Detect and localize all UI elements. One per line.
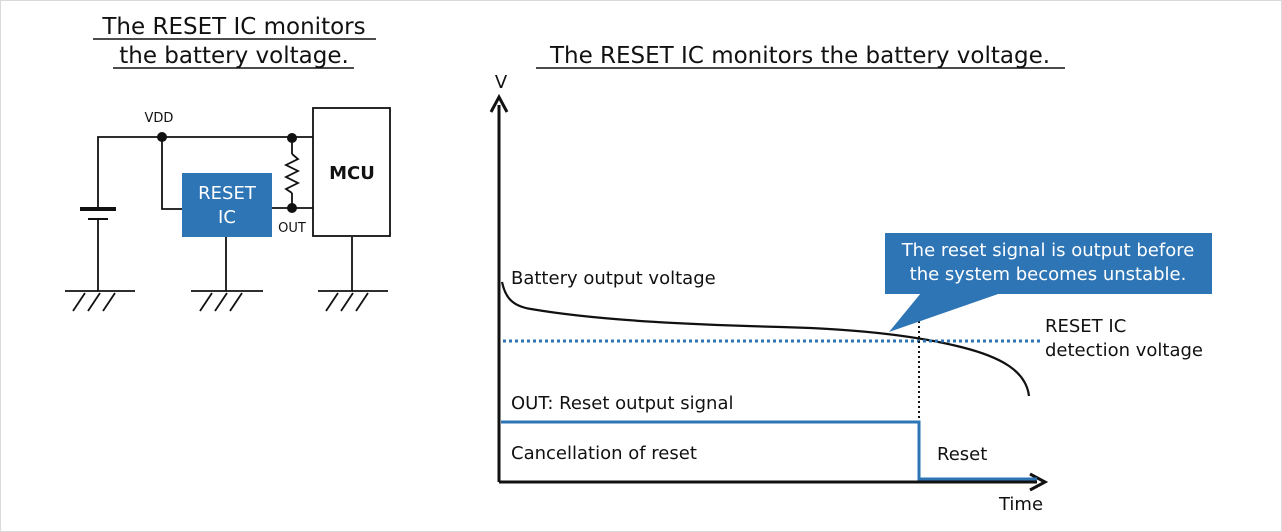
callout-pointer: [889, 293, 1001, 332]
callout-box: [885, 233, 1212, 294]
cancellation-label: Cancellation of reset: [511, 443, 697, 464]
mcu-box: [312, 107, 391, 237]
pullup-resistor: [283, 153, 301, 194]
circuit-title-line1: The RESET IC monitors: [101, 14, 365, 40]
x-axis-arrow-icon: [1029, 472, 1049, 492]
battery-output-label: Battery output voltage: [511, 268, 716, 289]
detection-label-line1: RESET IC: [1045, 316, 1126, 337]
callout-line1: The reset signal is output before: [901, 240, 1195, 261]
mcu-label: MCU: [329, 163, 375, 184]
reset-ic-label-line1: RESET: [198, 183, 257, 204]
callout-line2: the system becomes unstable.: [910, 264, 1187, 285]
ground-symbol-battery: [65, 290, 135, 312]
battery-symbol: [80, 207, 116, 220]
circuit-title-line2: the battery voltage.: [119, 43, 349, 69]
y-axis-arrow-icon: [489, 93, 509, 113]
callout-bubble: The reset signal is output before the sy…: [885, 233, 1212, 332]
battery-voltage-curve: [500, 281, 1031, 397]
reset-ic-box: [182, 173, 272, 237]
y-axis-label: V: [495, 72, 508, 93]
x-axis-label: Time: [998, 494, 1043, 515]
vdd-label: VDD: [145, 111, 174, 126]
out-label: OUT: [278, 221, 306, 236]
out-signal-label: OUT: Reset output signal: [511, 393, 734, 414]
out-junction-dot: [287, 203, 297, 213]
graph-title: The RESET IC monitors the battery voltag…: [549, 43, 1050, 69]
reset-label: Reset: [937, 444, 987, 465]
reset-output-signal: [501, 420, 1037, 481]
resistor-top-dot: [287, 133, 297, 143]
circuit-diagram: The RESET IC monitors the battery voltag…: [65, 14, 391, 312]
ground-symbol-reset-ic: [191, 290, 263, 312]
voltage-graph: The RESET IC monitors the battery voltag…: [489, 43, 1212, 515]
ground-symbol-mcu: [318, 290, 388, 312]
vdd-junction-dot: [157, 132, 167, 142]
reset-ic-label-line2: IC: [218, 207, 236, 228]
detection-label-line2: detection voltage: [1045, 340, 1203, 361]
